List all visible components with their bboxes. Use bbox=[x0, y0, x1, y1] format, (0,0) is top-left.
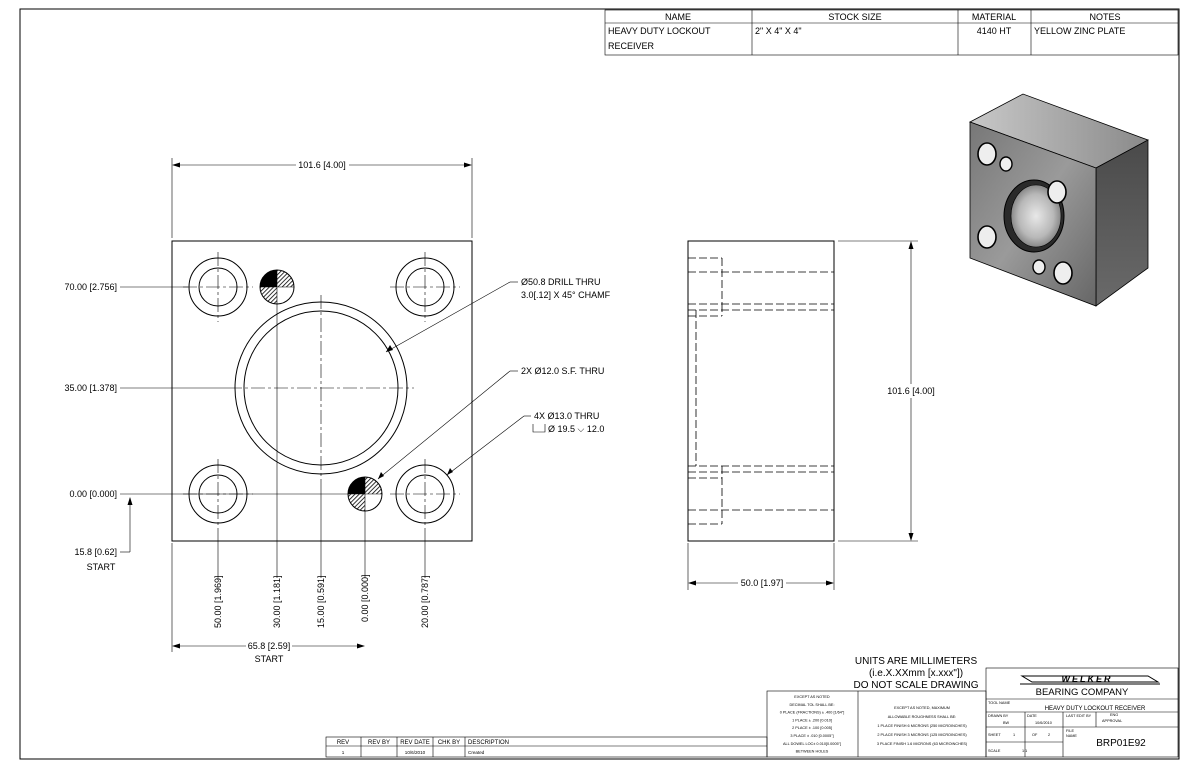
tolerance-line: ALL DOWEL LOC± 0.010[0.0005"] bbox=[783, 742, 841, 746]
dim-side-height: 101.6 [4.00] bbox=[887, 386, 935, 396]
isometric-view bbox=[969, 93, 1149, 307]
stock-size-value: 2" X 4" X 4" bbox=[755, 26, 802, 36]
units-line2: (i.e.X.XXmm [x.xxx"]) bbox=[869, 668, 963, 679]
notes-value: YELLOW ZINC PLATE bbox=[1034, 26, 1125, 36]
start-label-y: START bbox=[87, 562, 116, 572]
units-line3: DO NOT SCALE DRAWING bbox=[853, 680, 978, 691]
tool-name-value: HEAVY DUTY LOCKOUT RECEIVER bbox=[1045, 706, 1146, 712]
date-label: DATE bbox=[1027, 714, 1037, 718]
dim-start-y: 15.8 [0.62] bbox=[74, 547, 117, 557]
tolerance-line: 0 PLACE (FRACTIONS) ± .400 [1/64"] bbox=[780, 711, 845, 715]
side-outline bbox=[687, 240, 835, 542]
tolerance-line: DECIMAL TOL SHALL BE: bbox=[789, 703, 834, 707]
counterbore-symbol bbox=[532, 424, 546, 433]
rev-header-desc: DESCRIPTION bbox=[468, 740, 509, 746]
roughness-line: EXCEPT AS NOTED, MAXIMUM bbox=[894, 706, 950, 710]
header-stock-size: STOCK SIZE bbox=[828, 12, 881, 22]
side-view: 101.6 [4.00] 50.0 [1.97] bbox=[687, 240, 935, 590]
file-label: FILE bbox=[1066, 729, 1074, 733]
tool-name-label: TOOL NAME bbox=[988, 701, 1011, 705]
tolerance-line: EXCEPT AS NOTED bbox=[794, 695, 830, 699]
material-value: 4140 HT bbox=[977, 26, 1012, 36]
part-number: BRP01E92 bbox=[1096, 738, 1146, 749]
approval-label: APPROVAL bbox=[1102, 719, 1122, 723]
dim-side-width: 50.0 [1.97] bbox=[741, 578, 784, 588]
scale-label: SCALE bbox=[988, 749, 1001, 753]
logo-text: WELKER bbox=[1062, 674, 1113, 684]
name-label: NAME bbox=[1066, 734, 1077, 738]
roughness-line: 2 PLACE FINISH 3 MICRONS (125 MICROINCHE… bbox=[877, 733, 967, 737]
company-title-block: WELKER BEARING COMPANY TOOL NAME HEAVY D… bbox=[985, 667, 1179, 758]
eng-label: ENG bbox=[1110, 713, 1118, 717]
front-outline bbox=[171, 240, 473, 542]
sheet-label: SHEET bbox=[988, 733, 1001, 737]
of-value: 2 bbox=[1048, 733, 1050, 737]
dim-x-0: 0.00 [0.000] bbox=[360, 574, 370, 622]
callout-bore-line1: Ø50.8 DRILL THRU bbox=[521, 277, 601, 287]
part-name-line2: RECEIVER bbox=[608, 41, 655, 51]
rev-header-chk: CHK BY bbox=[438, 740, 460, 746]
dim-x-15: 15.00 [0.591] bbox=[316, 575, 326, 628]
roughness-line: 1 PLACE FINISH 6 MICRONS (250 MICROINCHE… bbox=[877, 724, 967, 728]
top-title-table: NAME STOCK SIZE MATERIAL NOTES HEAVY DUT… bbox=[604, 9, 1179, 56]
callout-sf-holes: 2X Ø12.0 S.F. THRU bbox=[521, 366, 604, 376]
roughness-line: 3 PLACE FINISH 1.6 MICRONS (63 MICROINCH… bbox=[877, 742, 968, 746]
counterbore-hole-br bbox=[390, 459, 460, 529]
revision-table: REV REV BY REV DATE CHK BY DESCRIPTION 1… bbox=[325, 736, 768, 758]
roughness-line: ALLOWABLE ROUGHNESS SHALL BE: bbox=[888, 715, 957, 719]
origin-symbol-bottom bbox=[347, 476, 383, 512]
company-logo: WELKER bbox=[1020, 674, 1160, 685]
rev-row-date: 10/6/2010 bbox=[405, 750, 426, 755]
rev-row-rev: 1 bbox=[342, 750, 345, 755]
scale-value: 1:1 bbox=[1022, 749, 1027, 753]
dim-x-20: 20.00 [0.787] bbox=[420, 575, 430, 628]
rev-header-revby: REV BY bbox=[368, 740, 390, 746]
date-value: 10/6/2010 bbox=[1035, 721, 1052, 725]
of-label: OF bbox=[1032, 733, 1038, 737]
company-name: BEARING COMPANY bbox=[1036, 687, 1129, 698]
start-label-x: START bbox=[255, 654, 284, 664]
main-bore bbox=[228, 295, 414, 481]
dim-start-x: 65.8 [2.59] bbox=[248, 641, 291, 651]
tolerance-line: 2 PLACE ± .100 [0.005] bbox=[792, 726, 832, 730]
callout-counterbore-line2: Ø 19.5 ⌵ 12.0 bbox=[548, 424, 604, 434]
sheet-value: 1 bbox=[1013, 733, 1015, 737]
drawn-by-value: BW bbox=[1003, 721, 1010, 725]
front-view: 101.6 [4.00] 70.00 [2.756] 35.00 [1.378]… bbox=[64, 158, 611, 664]
dim-y-70: 70.00 [2.756] bbox=[64, 282, 117, 292]
header-notes: NOTES bbox=[1089, 12, 1120, 22]
sheet-border bbox=[19, 8, 1180, 760]
units-note: UNITS ARE MILLIMETERS (i.e.X.XXmm [x.xxx… bbox=[853, 656, 978, 691]
header-name: NAME bbox=[665, 12, 691, 22]
counterbore-hole-tr bbox=[390, 252, 460, 322]
last-edit-label: LAST EDIT BY bbox=[1066, 714, 1092, 718]
tolerance-box: EXCEPT AS NOTED DECIMAL TOL SHALL BE: 0 PL… bbox=[766, 690, 987, 758]
origin-symbol-top bbox=[259, 269, 295, 305]
callout-bore-line2: 3.0[.12] X 45° CHAMF bbox=[521, 290, 611, 300]
part-name-line1: HEAVY DUTY LOCKOUT bbox=[608, 26, 711, 36]
dim-x-50: 50.00 [1.969] bbox=[213, 575, 223, 628]
tolerance-line: 3 PLACE ± .010 [0.0005"] bbox=[790, 734, 833, 738]
dim-front-width: 101.6 [4.00] bbox=[298, 160, 346, 170]
rev-header-rev: REV bbox=[337, 740, 349, 746]
counterbore-hole-tl bbox=[183, 252, 253, 322]
rev-header-date: REV DATE bbox=[400, 740, 430, 746]
header-material: MATERIAL bbox=[972, 12, 1016, 22]
callout-counterbore-line1: 4X Ø13.0 THRU bbox=[534, 411, 599, 421]
dim-x-30: 30.00 [1.181] bbox=[272, 575, 282, 628]
dim-y-35: 35.00 [1.378] bbox=[64, 383, 117, 393]
rev-row-desc: Created bbox=[468, 750, 485, 755]
tolerance-line: BETWEEN HOLES bbox=[796, 750, 829, 754]
units-line1: UNITS ARE MILLIMETERS bbox=[855, 656, 978, 667]
drawn-by-label: DRAWN BY bbox=[988, 714, 1009, 718]
dim-y-0: 0.00 [0.000] bbox=[69, 489, 117, 499]
tolerance-line: 1 PLACE ± .200 [0.010] bbox=[792, 718, 832, 722]
